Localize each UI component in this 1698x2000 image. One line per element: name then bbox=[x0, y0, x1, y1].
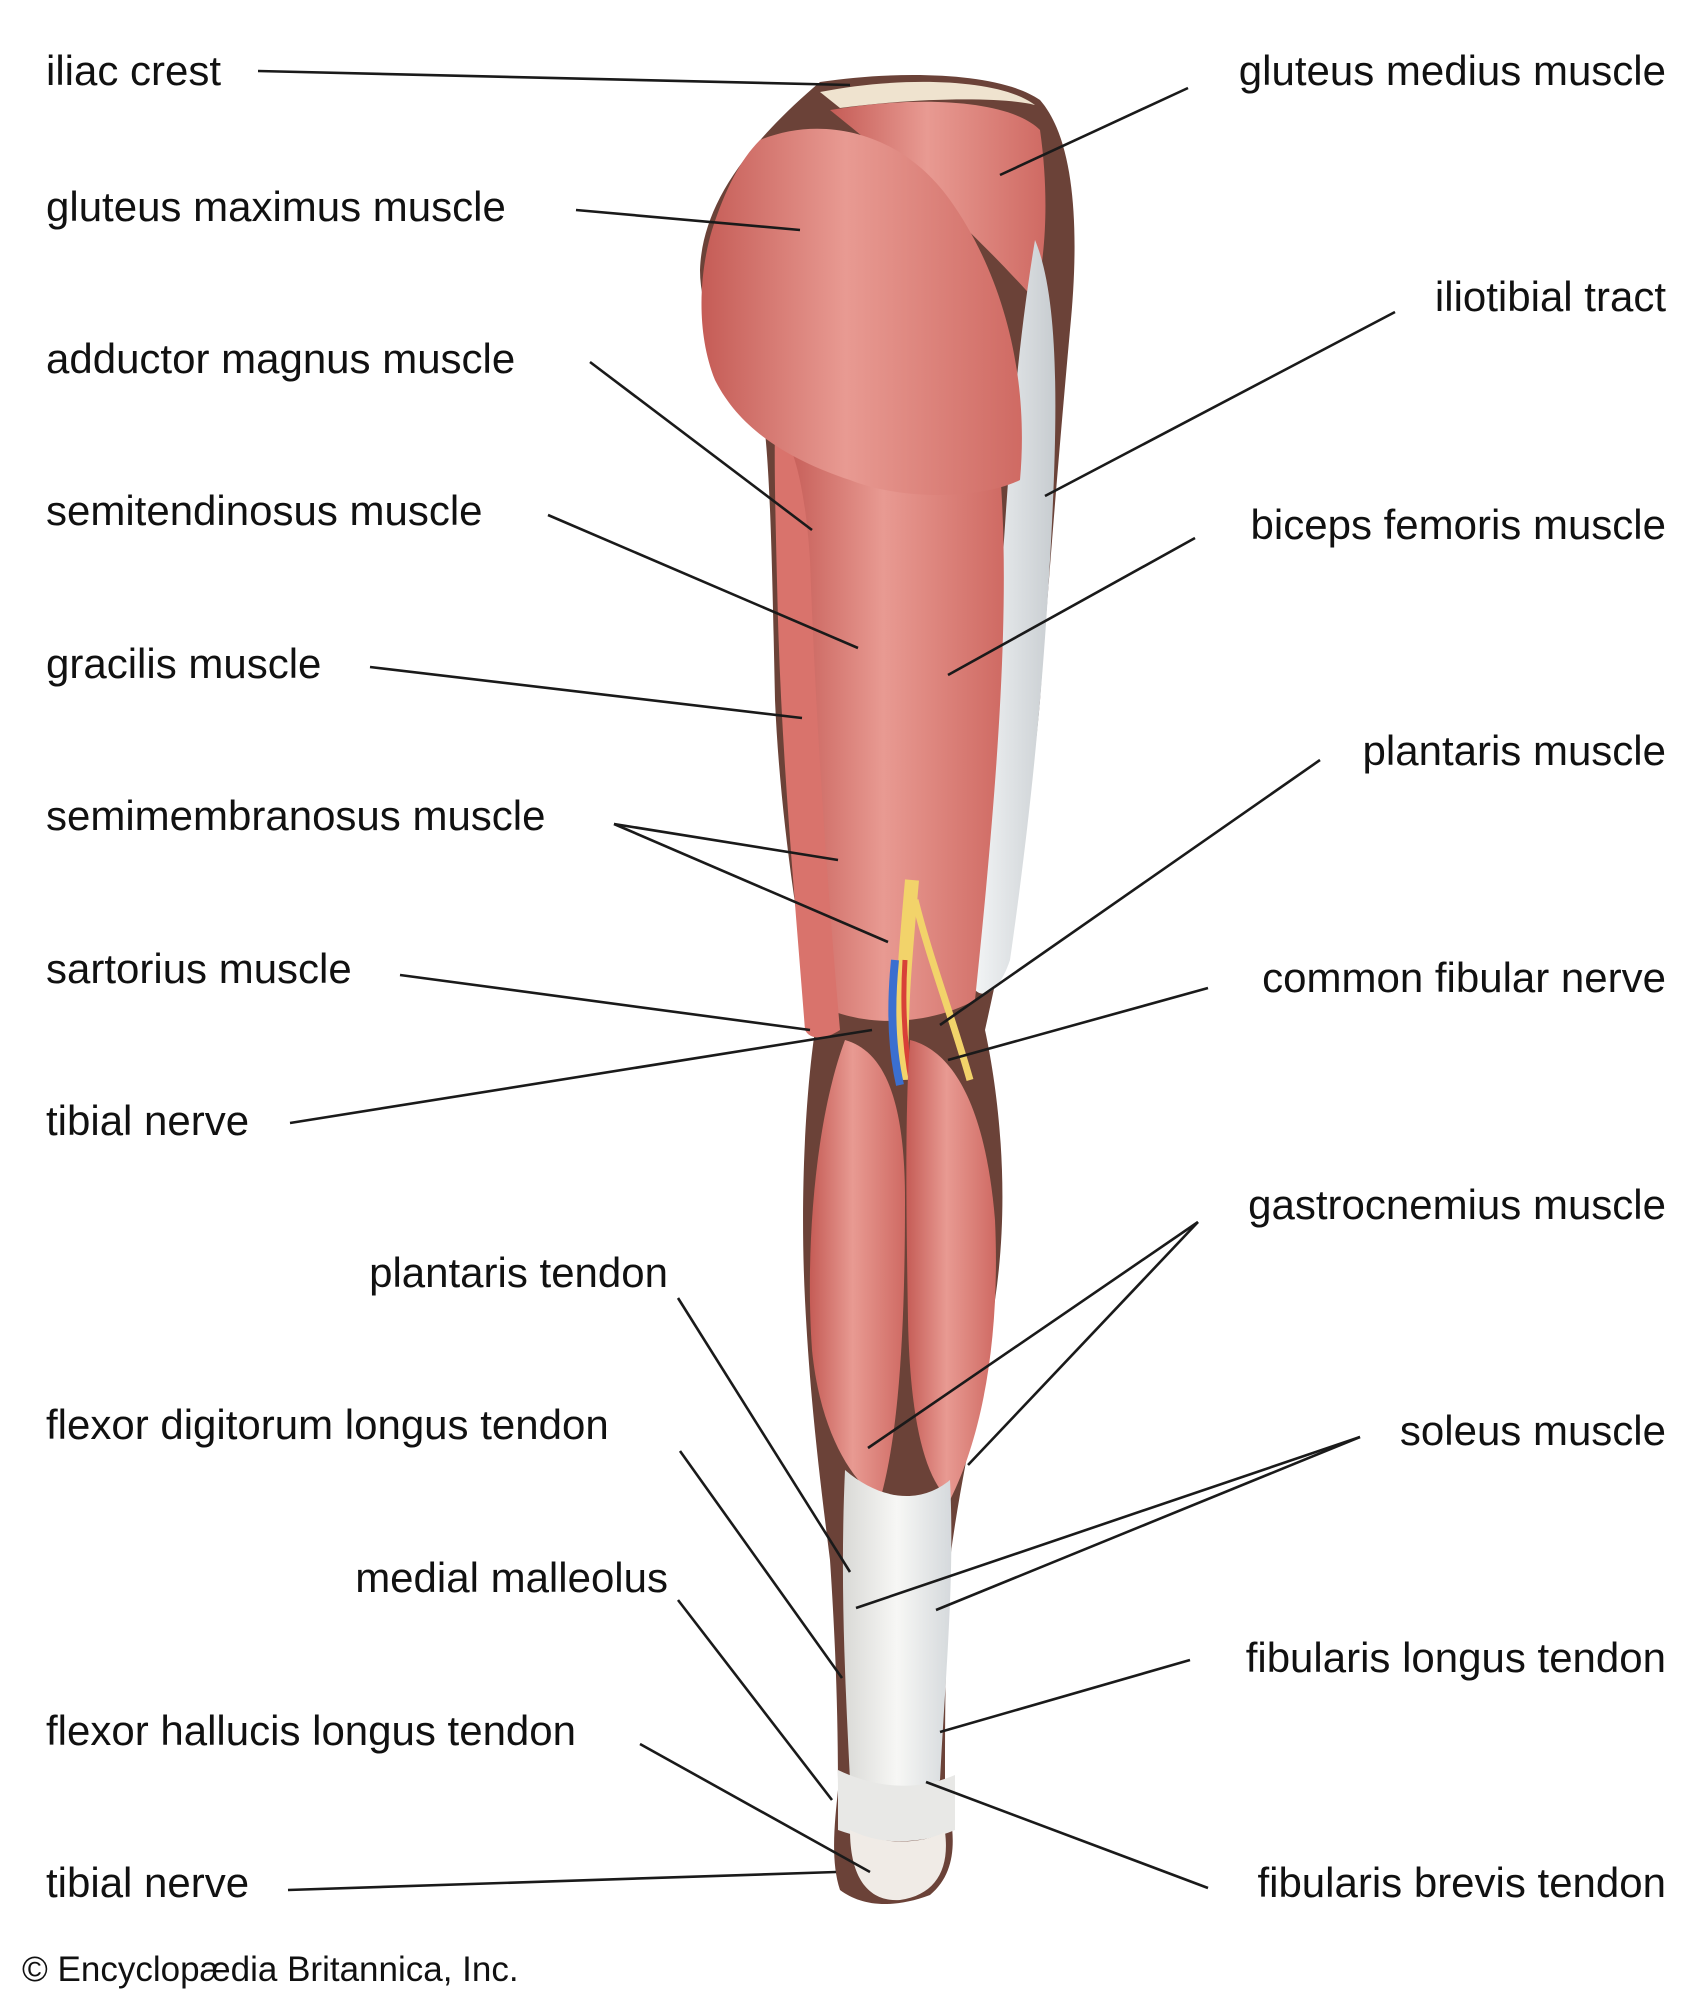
label-gracilis: gracilis muscle bbox=[46, 640, 322, 687]
label-plantaris-tendon: plantaris tendon bbox=[369, 1249, 668, 1296]
label-plantaris-muscle: plantaris muscle bbox=[1362, 727, 1666, 774]
leader-lines bbox=[257, 69, 1396, 1892]
label-biceps-femoris: biceps femoris muscle bbox=[1250, 501, 1666, 548]
gastrocnemius-medial-head bbox=[809, 1040, 905, 1500]
label-gastrocnemius: gastrocnemius muscle bbox=[1248, 1181, 1666, 1228]
gastrocnemius-lateral-head bbox=[906, 1040, 996, 1500]
achilles-tendon-shape bbox=[842, 1470, 952, 1795]
popliteal-vein-shape bbox=[888, 959, 904, 1086]
heel-shape bbox=[850, 1830, 946, 1901]
hamstrings-shape bbox=[784, 420, 1004, 1021]
label-medial-malleolus: medial malleolus bbox=[355, 1554, 668, 1601]
label-iliotibial-tract: iliotibial tract bbox=[1434, 273, 1666, 320]
iliac-crest-shape bbox=[820, 81, 1035, 108]
label-gluteus-medius: gluteus medius muscle bbox=[1238, 47, 1666, 94]
label-semimembranosus: semimembranosus muscle bbox=[46, 792, 546, 839]
iliotibial-tract-shape bbox=[975, 240, 1056, 994]
label-fibularis-longus-tendon: fibularis longus tendon bbox=[1245, 1634, 1666, 1681]
label-iliac-crest: iliac crest bbox=[46, 47, 222, 94]
label-tibial-nerve-lower: tibial nerve bbox=[46, 1859, 250, 1906]
label-sartorius: sartorius muscle bbox=[46, 945, 352, 992]
label-semitendinosus: semitendinosus muscle bbox=[46, 487, 483, 534]
copyright-credit: © Encyclopædia Britannica, Inc. bbox=[22, 1950, 519, 1989]
gluteus-maximus-shape bbox=[701, 128, 1022, 495]
label-fibularis-brevis-tendon: fibularis brevis tendon bbox=[1257, 1859, 1666, 1906]
label-flexor-digitorum-longus-tendon: flexor digitorum longus tendon bbox=[46, 1401, 609, 1448]
label-adductor-magnus: adductor magnus muscle bbox=[46, 335, 516, 382]
label-tibial-nerve-upper: tibial nerve bbox=[46, 1097, 250, 1144]
label-gluteus-maximus: gluteus maximus muscle bbox=[46, 183, 506, 230]
label-flexor-hallucis-longus-tendon: flexor hallucis longus tendon bbox=[46, 1707, 577, 1754]
label-common-fibular-nerve: common fibular nerve bbox=[1262, 954, 1666, 1001]
ankle-retinaculum bbox=[838, 1770, 955, 1842]
medial-thigh-shape bbox=[774, 430, 840, 1038]
label-soleus: soleus muscle bbox=[1399, 1407, 1666, 1454]
